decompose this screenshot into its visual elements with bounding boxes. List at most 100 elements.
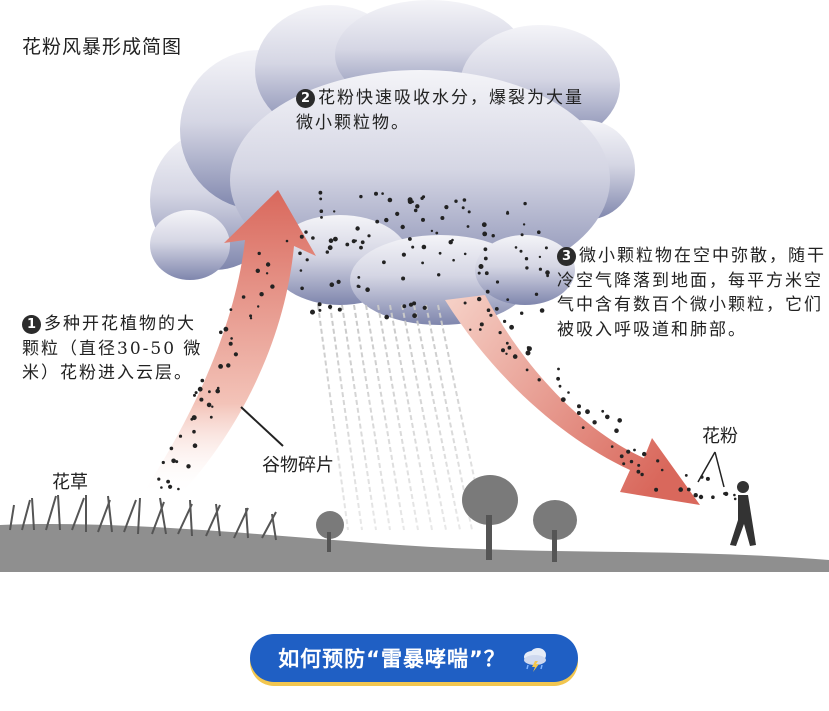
pollen-particle [420,196,424,200]
pollen-particle [402,304,407,309]
pollen-particle [166,479,171,484]
pollen-particle [337,307,342,312]
pollen-particle [524,257,529,261]
pollen-particle [285,239,289,243]
pollen-particle [408,302,414,307]
step-3-number: 3 [557,247,576,266]
pollen-particle [733,497,737,501]
pollen-particle [320,216,323,219]
pollen-particle [319,209,324,213]
pollen-particle [592,420,597,425]
pollen-particle [494,307,499,311]
pollen-particle [230,337,233,340]
pollen-particle [636,469,641,474]
pollen-particle [360,240,365,245]
prevention-banner-button[interactable]: 如何预防“雷暴哮喘”？ [250,634,578,682]
pollen-particle [318,190,323,195]
pollen-particle [486,308,491,313]
pollen-particle [485,289,490,294]
label-grass: 花草 [52,472,88,493]
pollen-particle [626,449,631,454]
pollen-particle [157,477,161,481]
pollen-particle [640,472,644,477]
banner-text: 如何预防“雷暴哮喘”？ [278,647,506,671]
pollen-particle [614,428,619,434]
pollen-particle [354,239,357,242]
pollen-particles [157,190,737,501]
step-1-body: 多种开花植物的大颗粒（直径30-50 微米）花粉进入云层。 [22,314,203,384]
pollen-particle [678,487,683,492]
pollen-particle [218,364,224,369]
pollen-particle [491,234,495,238]
pollen-particle [206,402,212,408]
pollen-particle [249,314,253,318]
pollen-particle [520,233,524,237]
pollen-particle [384,314,390,320]
pollen-particle [359,194,363,199]
pollen-particle [317,302,322,307]
pollen-particle [270,284,275,289]
pollen-particle [654,487,659,492]
pollen-particle [478,328,482,331]
pollen-particle [489,313,493,317]
pollen-pointers [697,451,725,488]
pollen-particle [435,231,439,235]
pollen-particle [304,230,308,234]
pollen-particle [421,217,425,222]
pollen-particle [619,454,624,459]
pollen-particle [192,429,196,434]
pollen-particle [660,468,664,472]
pollen-particle [633,448,636,452]
pollen-particle [617,418,622,423]
pollen-particle [567,391,570,394]
pollen-particle [601,409,605,413]
pollen-particle [412,313,417,319]
pollen-particle [469,328,472,331]
pollen-particle [656,459,660,463]
pollen-particle [484,271,489,276]
pollen-particle [299,269,303,272]
pollen-particle [733,493,736,497]
pollen-particle [259,292,264,297]
pollen-particle [505,352,508,355]
pollen-particle [622,462,626,466]
pollen-particle [415,204,420,209]
pollen-particle [466,225,470,228]
pollen-particle [577,404,581,409]
pollen-particle [514,246,518,249]
pollen-particle [381,192,384,195]
pollen-particle [522,223,526,226]
pollen-particle [523,201,527,206]
pollen-particle [265,262,271,267]
pollen-particle [463,252,467,256]
pollen-particle [333,210,336,213]
pollen-particle [408,237,412,241]
pollen-particle [305,258,309,262]
pollen-particle [525,266,529,270]
pollen-particle [684,474,688,477]
pollen-particle [355,226,360,231]
pollen-particle [438,251,442,255]
pollen-particle [506,298,510,301]
rain [317,304,485,531]
pollen-particle [209,415,213,419]
storm-cloud [150,0,635,325]
pollen-particle [585,409,590,415]
pollen-particle [265,272,269,275]
pollen-particle [698,494,704,500]
pollen-particle [345,242,350,247]
pollen-particle [359,245,363,250]
pollen-particle [463,301,467,305]
pollen-particle [199,397,204,402]
pollen-particle [192,443,198,449]
pollen-particle [169,446,174,451]
pollen-particle [223,326,229,332]
step-2-body: 花粉快速吸收水分，爆裂为大量微小颗粒物。 [296,88,584,133]
pollen-particle [495,280,500,284]
pollen-particle [534,292,539,296]
pollen-particle [407,197,413,203]
pollen-particle [705,476,710,481]
pollen-particle [461,206,465,210]
